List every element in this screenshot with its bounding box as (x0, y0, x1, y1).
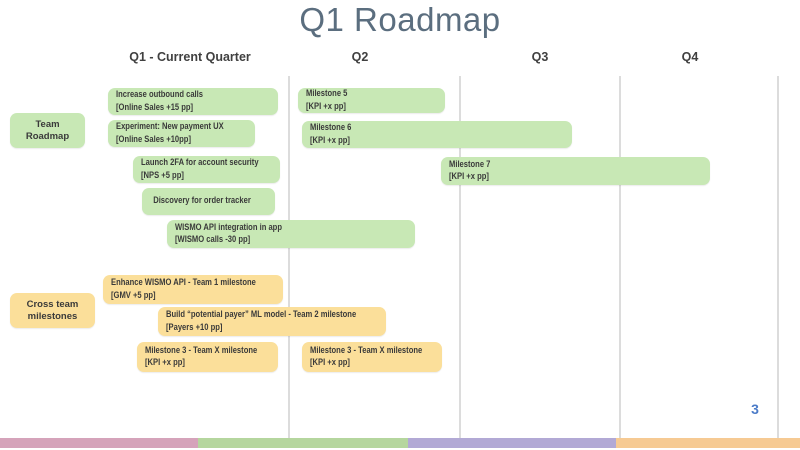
bar-kpi: [KPI +x pp] (310, 134, 350, 146)
footer-segment-green (198, 438, 408, 448)
milestone-bar-milestone-3-q2: Milestone 3 - Team X milestone [KPI +x p… (302, 342, 442, 372)
bar-kpi: [KPI +x pp] (449, 171, 489, 182)
roadmap-bar-wismo-api-integration: WISMO API integration in app [WISMO call… (167, 220, 415, 248)
column-header-q1: Q1 - Current Quarter (129, 50, 251, 64)
bar-kpi: [KPI +x pp] (145, 357, 185, 368)
roadmap-bar-increase-outbound-calls: Increase outbound calls [Online Sales +1… (108, 88, 278, 115)
bar-title: Discovery for order tracker (153, 195, 251, 207)
milestone-bar-milestone-3-q1: Milestone 3 - Team X milestone [KPI +x p… (137, 342, 278, 372)
slide-title: Q1 Roadmap (299, 1, 501, 38)
milestone-bar-potential-payer-ml-model: Build “potential payer” ML model - Team … (158, 307, 386, 336)
bar-kpi: [KPI +x pp] (306, 100, 346, 112)
roadmap-bar-milestone-5: Milestone 5 [KPI +x pp] (298, 88, 445, 113)
bar-title: Milestone 7 (449, 158, 491, 170)
gridline-q1-q2 (288, 76, 290, 438)
column-header-q4: Q4 (681, 50, 699, 64)
footer-segment-purple (408, 438, 616, 448)
bar-title: Enhance WISMO API - Team 1 milestone (111, 277, 256, 288)
gridline-q3-q4 (619, 76, 621, 438)
gridline-q2-q3 (459, 76, 461, 438)
milestone-bar-enhance-wismo-api: Enhance WISMO API - Team 1 milestone [GM… (103, 275, 283, 304)
column-header-q3: Q3 (531, 50, 549, 64)
bar-kpi: [WISMO calls -30 pp] (175, 234, 251, 245)
roadmap-bar-launch-2fa: Launch 2FA for account security [NPS +5 … (133, 156, 280, 183)
gridline-q4-end (777, 76, 779, 438)
roadmap-bar-discovery-order-tracker: Discovery for order tracker (142, 188, 275, 215)
bar-title: Build “potential payer” ML model - Team … (166, 309, 357, 320)
footer-segment-pink (0, 438, 198, 448)
bar-kpi: [Online Sales +15 pp] (116, 101, 194, 113)
bar-kpi: [KPI +x pp] (310, 357, 350, 368)
bar-kpi: [GMV +5 pp] (111, 289, 156, 301)
bar-title: Milestone 6 (310, 122, 352, 133)
row-label-team-roadmap: Team Roadmap (10, 113, 85, 148)
bar-kpi: [Payers +10 pp] (166, 321, 223, 333)
bar-title: Milestone 5 (306, 88, 348, 99)
roadmap-bar-milestone-6: Milestone 6 [KPI +x pp] (302, 121, 572, 148)
column-header-q2: Q2 (351, 50, 369, 64)
row-label-cross-team-milestones: Cross team milestones (10, 293, 95, 328)
page-number: 3 (751, 401, 759, 417)
bar-title: WISMO API integration in app (175, 221, 282, 233)
bar-title: Increase outbound calls (116, 89, 203, 100)
footer-segment-orange (616, 438, 800, 448)
footer-color-bar (0, 438, 800, 448)
bar-kpi: [Online Sales +10pp] (116, 133, 191, 145)
bar-title: Milestone 3 - Team X milestone (145, 344, 258, 356)
roadmap-bar-new-payment-ux: Experiment: New payment UX [Online Sales… (108, 120, 255, 147)
bar-title: Experiment: New payment UX (116, 121, 224, 132)
bar-title: Launch 2FA for account security (141, 157, 259, 168)
bar-title: Milestone 3 - Team X milestone (310, 344, 423, 356)
roadmap-bar-milestone-7: Milestone 7 [KPI +x pp] (441, 157, 710, 185)
bar-kpi: [NPS +5 pp] (141, 169, 184, 181)
